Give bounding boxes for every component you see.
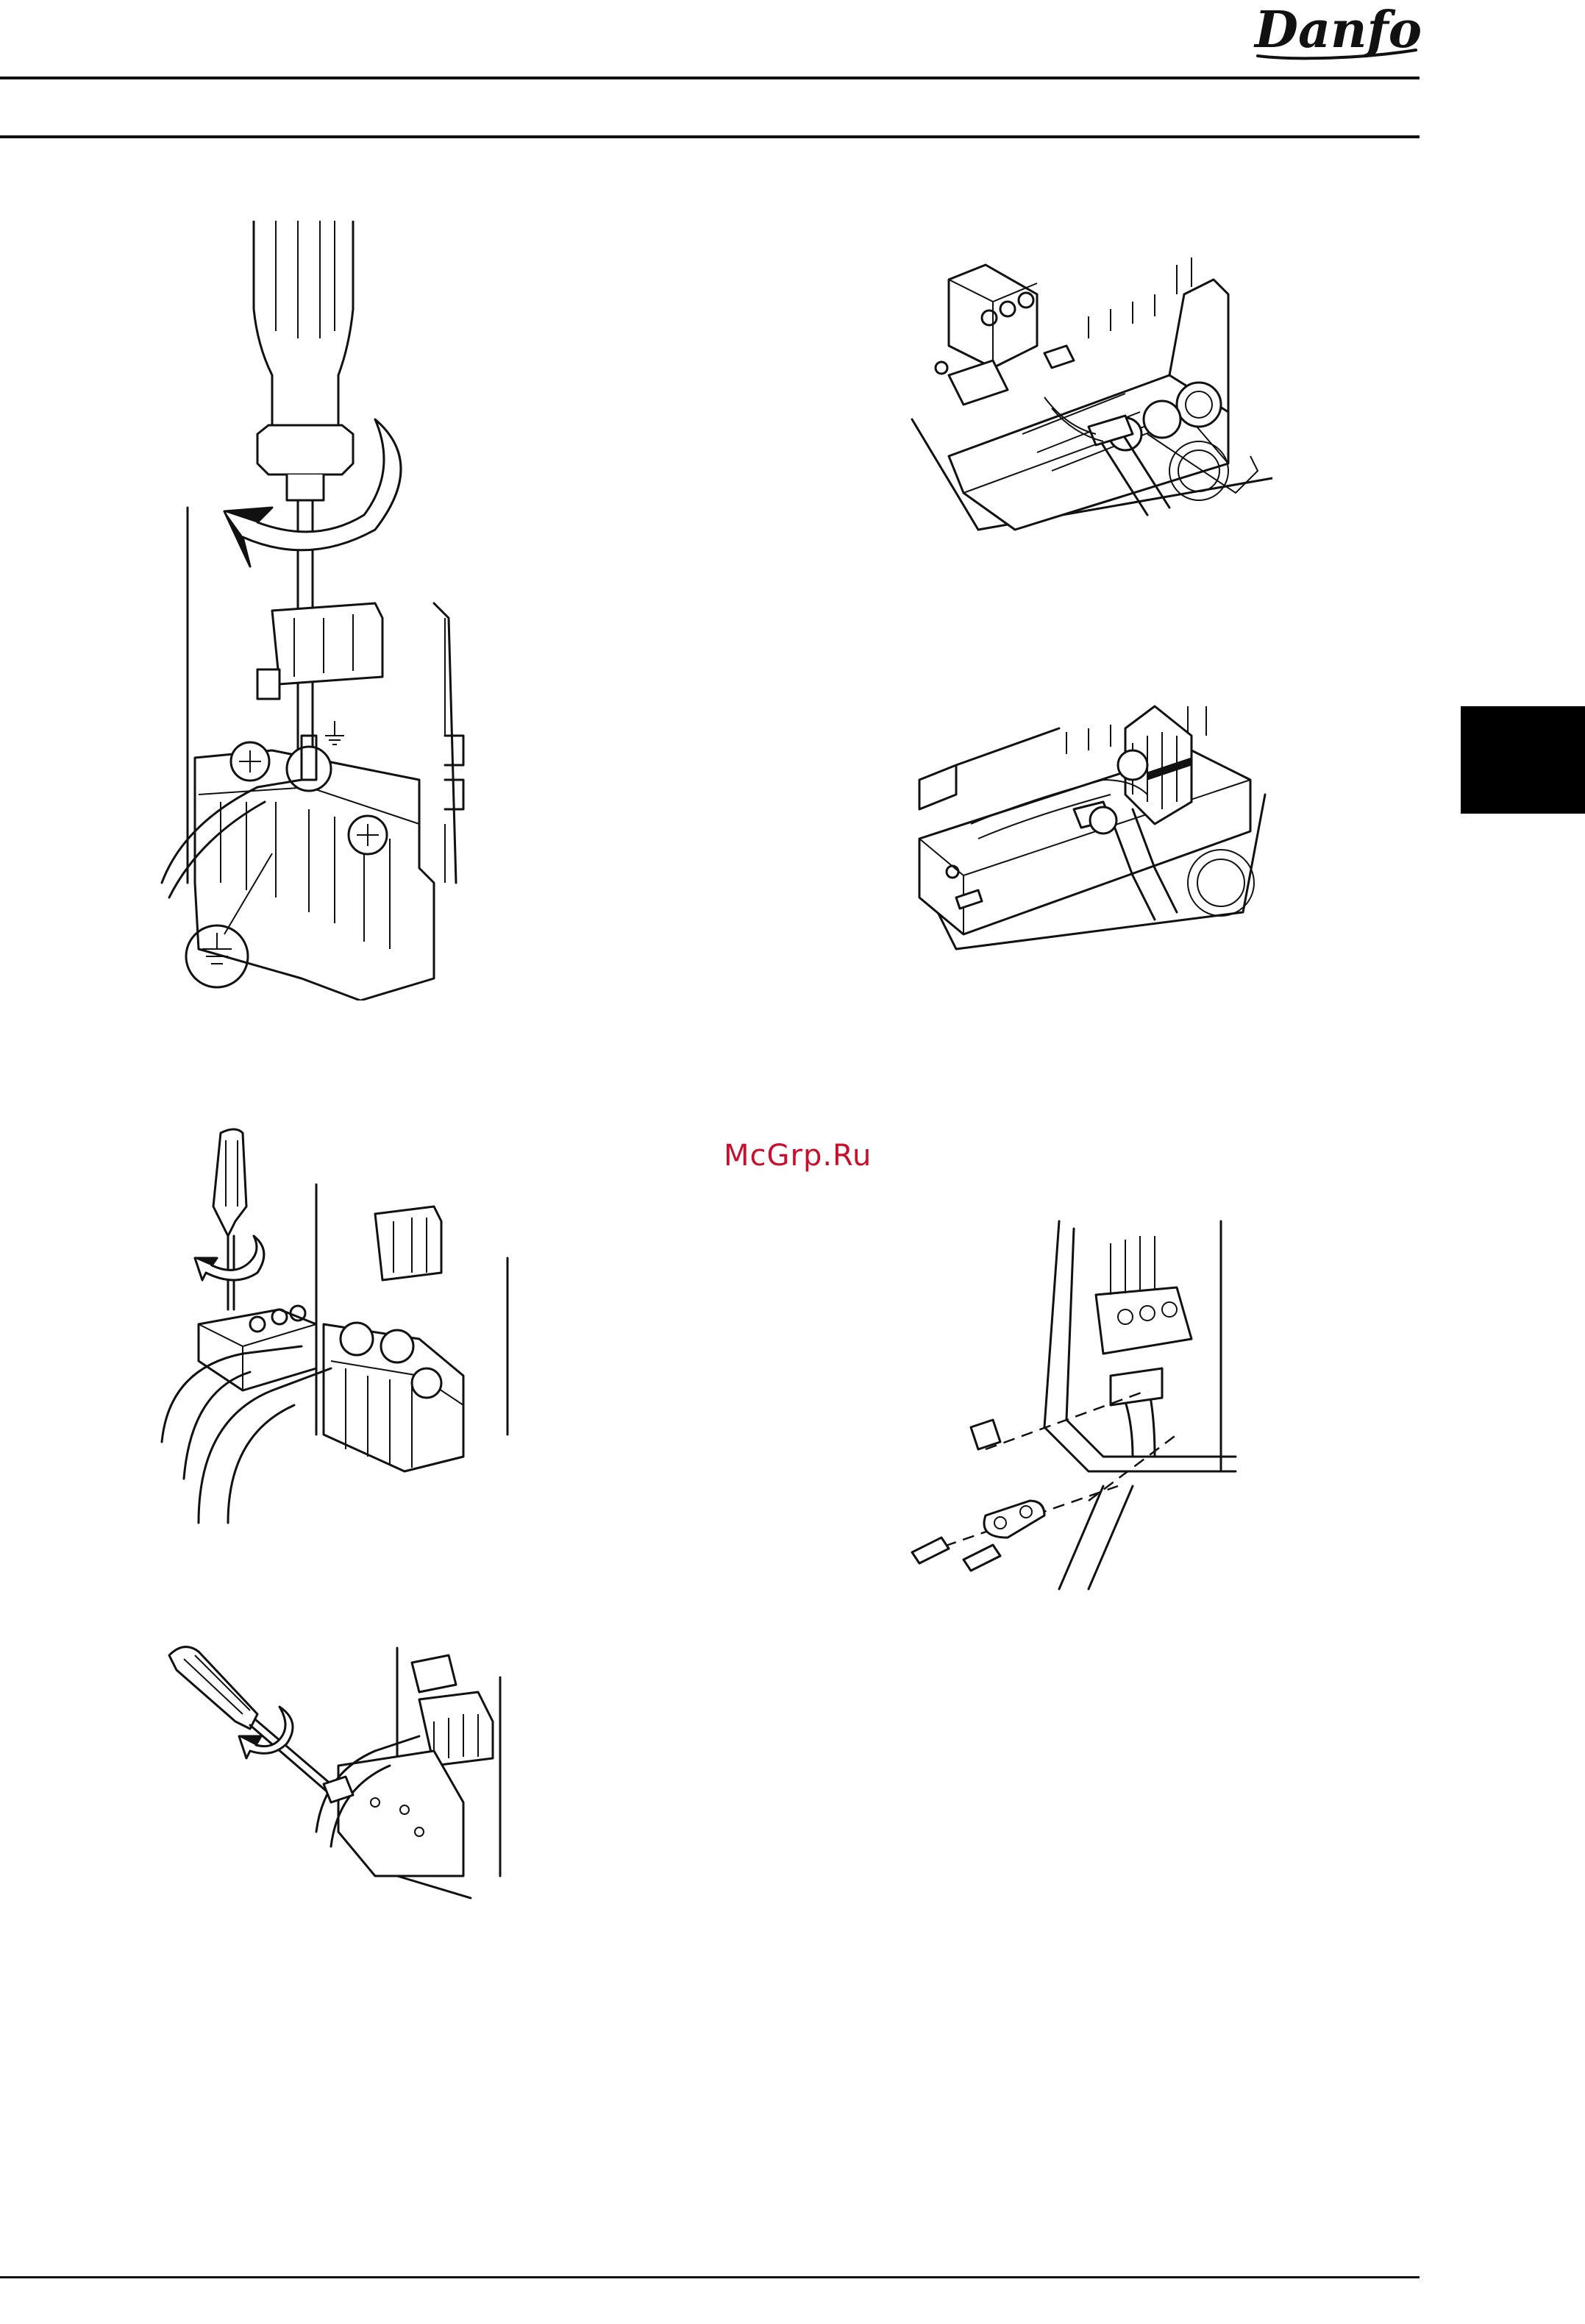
chapter-tab bbox=[1461, 706, 1585, 814]
brand-name: Danfoss bbox=[1253, 4, 1421, 60]
terminal-block-iso-icon bbox=[912, 692, 1280, 956]
danfoss-logo: Danfoss bbox=[1250, 4, 1421, 66]
fig-cable-clamp bbox=[897, 1207, 1243, 1618]
watermark-text: McGrp.Ru bbox=[724, 1139, 872, 1173]
cable-clamp-exploded-icon bbox=[897, 1207, 1243, 1618]
terminal-block-iso-icon bbox=[905, 250, 1272, 544]
fig-clamp-screw bbox=[154, 1641, 522, 1905]
header-rule-top bbox=[0, 77, 1420, 79]
header-rule-bottom bbox=[0, 135, 1420, 138]
fig-earth-screw-large bbox=[154, 221, 522, 1001]
fig-terminal-block-top bbox=[905, 250, 1272, 544]
footer-rule bbox=[0, 2276, 1420, 2278]
screwdriver-plug-icon bbox=[154, 1126, 522, 1538]
screwdriver-clamp-icon bbox=[154, 1641, 522, 1905]
fig-terminal-block-mid bbox=[912, 692, 1280, 956]
fig-plug-screw bbox=[154, 1126, 522, 1538]
screwdriver-earth-terminal-icon bbox=[154, 221, 522, 1001]
